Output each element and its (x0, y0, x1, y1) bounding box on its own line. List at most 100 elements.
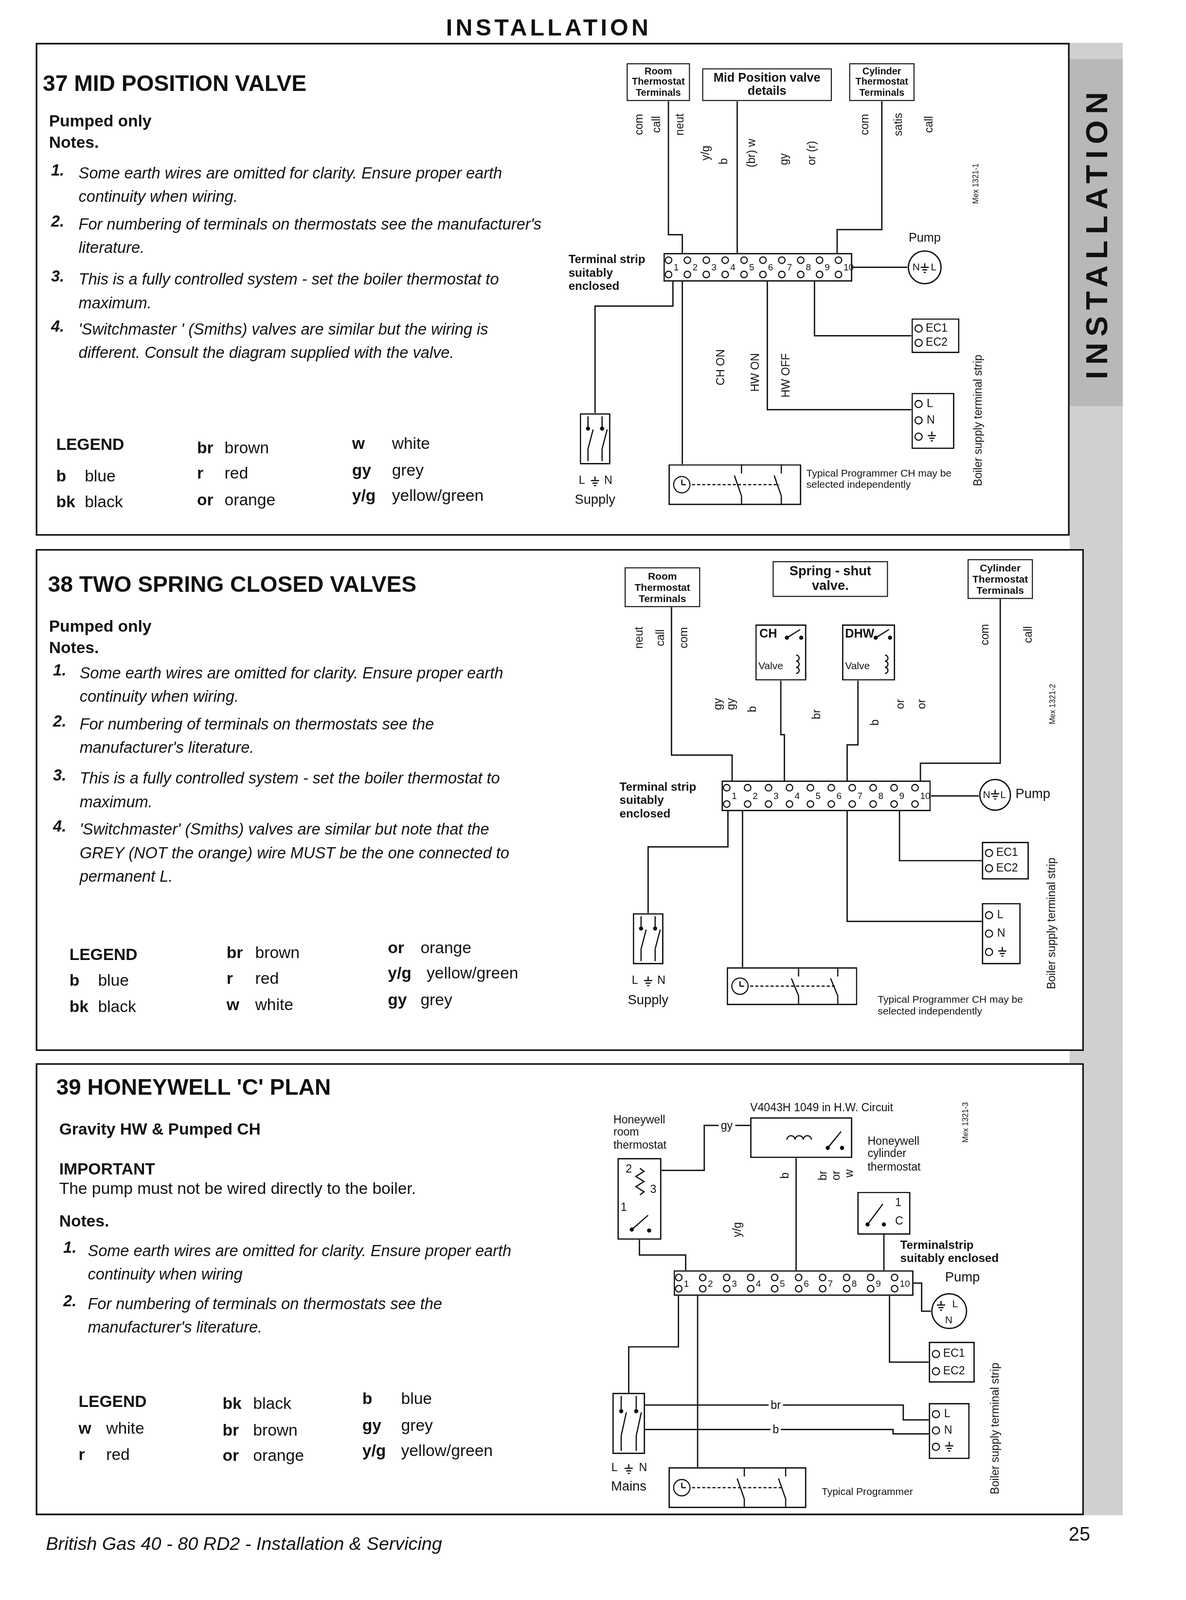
symbol-text: EC1 (943, 1347, 966, 1361)
wire-connector (795, 1158, 797, 1271)
label-text: r (78, 1446, 86, 1466)
wire-connector (741, 811, 744, 968)
supply-terminal: LN (981, 903, 1021, 965)
wire-connector (930, 795, 979, 797)
box-text: Cylinder Thermostat Terminals (852, 66, 912, 99)
wire-line (930, 440, 933, 442)
wire-label: satis (891, 112, 905, 136)
wire-line (647, 976, 649, 981)
symbol-text: EC1 (925, 321, 948, 335)
terminal-number: 1 (673, 262, 680, 273)
wire-line (946, 1448, 952, 1450)
label-text: bk (69, 998, 89, 1018)
terminal-number: 2 (692, 262, 699, 273)
wire-label: Boiler supply terminal strip (971, 354, 985, 487)
label-text: yellow/green (392, 486, 484, 506)
symbol-text: Supply (617, 992, 679, 1008)
symbol-drawing (579, 413, 611, 465)
terminal-number: 9 (875, 1278, 881, 1290)
terminal-number: 7 (827, 1278, 834, 1290)
label-text: red (255, 969, 280, 989)
wire-line (830, 978, 838, 997)
side-bar (1069, 59, 1123, 407)
symbol-text: L (926, 396, 934, 411)
wire-line (592, 482, 598, 485)
supply-terminal: LN (928, 1403, 970, 1460)
wire-line (927, 435, 936, 437)
wire-line (692, 484, 780, 486)
label-text: red (224, 464, 249, 484)
wire-line (780, 464, 783, 474)
terminal-symbol (835, 271, 842, 278)
wire-line (837, 967, 839, 977)
symbol-text: 1 (620, 1201, 628, 1215)
wire-label: Mex 1321-3 (962, 1102, 971, 1143)
terminal-symbol (865, 1223, 869, 1227)
label-text: IMPORTANT (59, 1160, 156, 1180)
wire-label: gy (777, 153, 791, 165)
wire-label: gy (718, 1119, 735, 1133)
terminal-symbol (778, 256, 785, 264)
symbol-text: N (638, 1461, 647, 1475)
wire-line (743, 1499, 746, 1509)
wire-line (654, 949, 657, 962)
terminal-symbol (890, 801, 898, 808)
strip-caption: Terminal strip suitably enclosed (568, 252, 659, 293)
terminal-symbol (915, 324, 923, 333)
terminal-symbol (827, 801, 835, 808)
wire-line (750, 986, 836, 988)
wire-label: br (816, 1170, 830, 1182)
symbol-drawing (668, 464, 802, 506)
wire-line (692, 1487, 784, 1490)
terminal-number: 9 (824, 262, 830, 273)
symbol-drawing (750, 1117, 853, 1159)
terminal-number: 10 (919, 790, 931, 802)
label-text: r (226, 969, 234, 989)
wire-connector (647, 811, 728, 914)
panel-title: 39 HONEYWELL 'C' PLAN (55, 1074, 331, 1101)
terminal-symbol (869, 801, 877, 808)
label-text: b (362, 1390, 373, 1410)
label-text: 2. (51, 212, 65, 231)
wire-connector (736, 101, 738, 254)
wire-line (620, 1396, 623, 1412)
wire-line (635, 1436, 638, 1452)
diagram-panel: 37 MID POSITION VALVERoom Thermostat Ter… (35, 42, 1070, 536)
terminal-symbol (848, 784, 856, 791)
label-text: red (106, 1446, 130, 1466)
symbol-drawing (857, 1192, 911, 1236)
terminal-symbol (985, 849, 993, 858)
symbol-text: L (997, 908, 1004, 922)
symbol-text: Honeywell room thermostat (613, 1113, 685, 1151)
label-text: Pumped only (49, 112, 152, 132)
wire-line (875, 629, 889, 639)
terminal-number: 10 (843, 262, 854, 273)
label-text: LEGEND (69, 946, 138, 966)
terminal-symbol (807, 801, 814, 808)
wire-connector (846, 680, 858, 781)
label-text: white (255, 996, 294, 1016)
label-text: w (226, 996, 240, 1016)
wire-label: or (829, 1170, 843, 1182)
terminal-symbol (683, 256, 691, 264)
symbol-drawing (726, 967, 858, 1006)
zone-valve: V4043H 1049 in H.W. Circuit (750, 1117, 853, 1159)
label-text: y/g (362, 1442, 387, 1462)
wire-line (867, 1204, 883, 1225)
terminal-number: 1 (731, 790, 737, 802)
terminal-symbol (985, 864, 993, 873)
terminal-symbol (634, 1410, 638, 1414)
symbol-text: Pump (945, 1270, 980, 1286)
strip-caption: Terminal strip suitably enclosed (619, 780, 717, 821)
label-text: blue (97, 971, 129, 991)
terminal-symbol (840, 1146, 844, 1150)
terminal-number: 8 (878, 790, 884, 802)
symbol-drawing (617, 1158, 662, 1240)
terminal-symbol (723, 801, 730, 808)
box-text: Room Thermostat Terminals (627, 570, 698, 605)
wire-line (936, 1304, 946, 1307)
programmer-box: Typical Programmer CH may be selected in… (668, 464, 802, 506)
wire-line (602, 429, 608, 450)
terminal-number: 2 (752, 790, 758, 802)
terminal-number: 4 (794, 790, 800, 802)
